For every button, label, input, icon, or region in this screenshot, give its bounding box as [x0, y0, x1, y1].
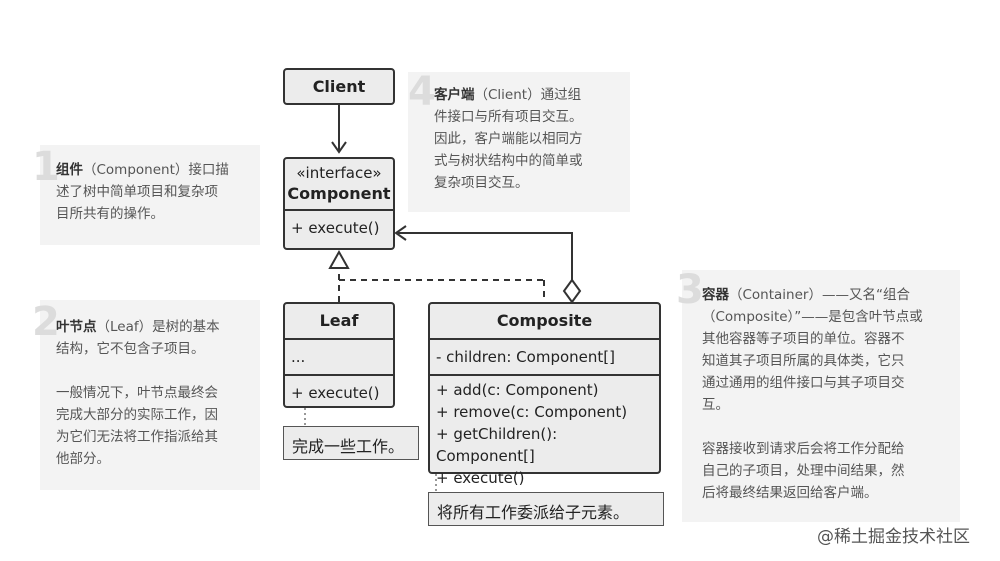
association-arrowhead [331, 141, 347, 154]
component-execute-method: + execute() [291, 219, 380, 237]
component-methods: + execute() [285, 209, 393, 243]
leaf-fields: ... [285, 338, 393, 374]
client-title: Client [312, 77, 366, 96]
note-heading: 客户端 [434, 87, 475, 103]
composite-methods: + add(c: Component) + remove(c: Componen… [430, 374, 659, 493]
watermark: @稀土掘金技术社区 [817, 527, 970, 547]
composite-execute-method: + execute() [436, 469, 525, 487]
note-text: （Client）通过组 件接口与所有项目交互。 因此，客户端能以相同方 式与树状… [434, 87, 583, 191]
note-text: （Container）——又名“组合 （Composite）”——是包含叶节点或… [702, 287, 923, 501]
aggregation-diamond [562, 278, 582, 304]
note-heading: 叶节点 [56, 319, 97, 335]
leaf-work-callout: 完成一些工作。 [283, 426, 419, 460]
note-leaf: 2 叶节点（Leaf）是树的基本 结构，它不包含子项目。 一般情况下，叶节点最终… [32, 300, 260, 490]
composite-delegate-callout: 将所有工作委派给子元素。 [428, 492, 664, 526]
note-number: 2 [32, 299, 60, 345]
aggregation-arrowhead [394, 225, 407, 241]
leaf-class-box: Leaf ... + execute() [283, 302, 395, 408]
client-class-box: Client [283, 68, 395, 105]
note-heading: 组件 [56, 162, 83, 178]
composite-class-box: Composite - children: Component[] + add(… [428, 302, 661, 487]
component-title: Component [287, 184, 391, 203]
composite-add-method: + add(c: Component) [436, 381, 599, 399]
leaf-execute-method: + execute() [291, 384, 380, 402]
component-interface-box: «interface» Component + execute() [283, 157, 395, 250]
composite-remove-method: + remove(c: Component) [436, 403, 628, 421]
composite-title: Composite [496, 311, 593, 330]
composite-children-field: - children: Component[] [436, 348, 615, 366]
leaf-title: Leaf [319, 311, 359, 330]
note-container: 3 容器（Container）——又名“组合 （Composite）”——是包含… [676, 270, 960, 522]
composite-fields: - children: Component[] [430, 338, 659, 374]
note-text: （Component）接口描 述了树中简单项目和复杂项 目所共有的操作。 [56, 162, 229, 222]
note-client: 4 客户端（Client）通过组 件接口与所有项目交互。 因此，客户端能以相同方… [408, 72, 630, 212]
component-stereotype: «interface» [296, 164, 382, 182]
composite-getchildren-method: + getChildren(): Component[] [436, 425, 558, 465]
leaf-methods: + execute() [285, 374, 393, 408]
realization-triangle [328, 249, 350, 269]
aggregation-line [398, 232, 573, 280]
note-component: 1 组件（Component）接口描 述了树中简单项目和复杂项 目所共有的操作。 [32, 145, 260, 245]
note-heading: 容器 [702, 287, 729, 303]
note-text: （Leaf）是树的基本 结构，它不包含子项目。 一般情况下，叶节点最终会 完成大… [56, 319, 220, 467]
note-number: 1 [32, 144, 60, 190]
note-number: 4 [408, 69, 436, 115]
note-number: 3 [676, 267, 704, 313]
